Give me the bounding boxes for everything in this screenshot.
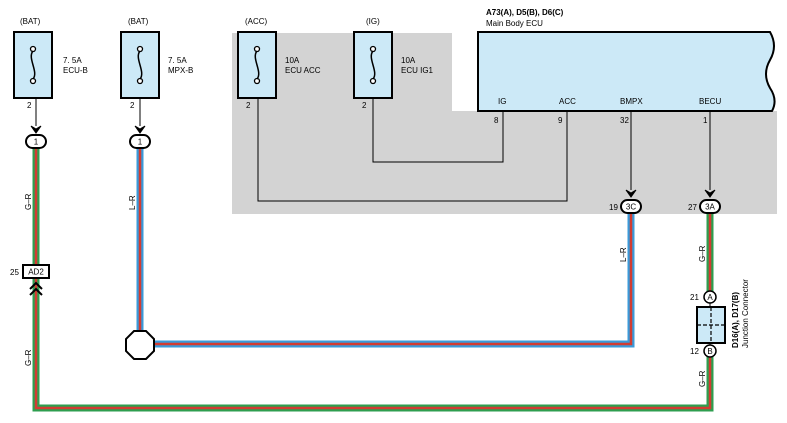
connector-ad2-pin: 25 <box>10 268 19 277</box>
connector-ad2-label: AD2 <box>28 268 44 277</box>
fuse-ecu-acc <box>237 31 277 99</box>
connector-1-left: 1 <box>25 134 47 149</box>
fuse-mpx-b-pin: 2 <box>130 101 135 110</box>
ecu-terminal-bmpx-pin: 32 <box>620 116 629 125</box>
wire-label-lr-mid: L–R <box>128 195 137 210</box>
fuse-mpx-b <box>120 31 160 99</box>
junction-pin-a-label: A <box>707 293 713 302</box>
wire-label-gr-right-bottom: G–R <box>698 370 707 387</box>
fuse-mpx-b-rating: 7. 5A <box>168 56 187 65</box>
ecu-internal-wires <box>257 97 711 202</box>
ecu-terminal-becu-pin: 1 <box>703 116 708 125</box>
fuse-ecu-acc-name: ECU ACC <box>285 66 321 75</box>
fuse-ecu-b <box>13 31 53 99</box>
junction-pin-b: B <box>703 344 717 358</box>
wire-label-gr-left-top: G–R <box>24 193 33 210</box>
fuse-ecu-b-pin: 2 <box>27 101 32 110</box>
connector-3c: 3C <box>620 199 642 214</box>
ecu-terminal-ig-pin: 8 <box>494 116 499 125</box>
connector-1-mid: 1 <box>129 134 151 149</box>
fuse-mpx-b-supply: (BAT) <box>128 17 149 26</box>
fuse-mpx-b-name: MPX-B <box>168 66 193 75</box>
fuse-ecu-ig1-name: ECU IG1 <box>401 66 434 75</box>
wire-label-gr-left-bottom: G–R <box>24 349 33 366</box>
fuse-ecu-b-name: ECU-B <box>63 66 88 75</box>
fuse-ecu-ig1-rating: 10A <box>401 56 416 65</box>
wire-label-lr-right: L–R <box>619 247 628 262</box>
wire-label-gr-right-top: G–R <box>698 245 707 262</box>
connector-1-left-label: 1 <box>34 138 39 147</box>
fuse-ecu-ig1-supply: (IG) <box>366 17 380 26</box>
fuse-ecu-ig1 <box>353 31 393 99</box>
junction-connector <box>696 303 726 345</box>
junction-pin-a-number: 21 <box>690 293 699 302</box>
junction-pin-b-label: B <box>707 347 712 356</box>
junction-pin-b-number: 12 <box>690 347 699 356</box>
fuse-ecu-acc-rating: 10A <box>285 56 300 65</box>
arrow-connector-1-left <box>30 125 42 134</box>
connector-1-mid-label: 1 <box>138 138 143 147</box>
junction-pin-a: A <box>703 290 717 304</box>
ecu-terminal-ig-label: IG <box>498 97 506 106</box>
connector-3c-label: 3C <box>626 203 636 212</box>
ecu-terminal-acc-label: ACC <box>559 97 576 106</box>
ecu-title: A73(A), D5(B), D6(C) <box>486 8 564 17</box>
connector-3c-pin: 19 <box>609 203 618 212</box>
junction-subtitle: Junction Connector <box>741 279 750 348</box>
fuse-ecu-acc-pin: 2 <box>246 101 251 110</box>
arrow-connector-1-mid <box>134 125 146 134</box>
ecu-name: Main Body ECU <box>486 19 543 28</box>
fuse-ecu-b-supply: (BAT) <box>20 17 41 26</box>
connector-3a-pin: 27 <box>688 203 697 212</box>
connector-3a-label: 3A <box>705 203 715 212</box>
splice-point-octagon <box>125 330 155 360</box>
ecu-terminal-becu-label: BECU <box>699 97 721 106</box>
fuse-ecu-ig1-pin: 2 <box>362 101 367 110</box>
arrow-connector-3c <box>625 189 637 198</box>
fuse-ecu-acc-supply: (ACC) <box>245 17 268 26</box>
connector-3a: 3A <box>699 199 721 214</box>
arrow-connector-3a <box>704 189 716 198</box>
junction-title: D16(A), D17(B) <box>731 292 740 348</box>
main-body-ecu-box <box>477 31 776 112</box>
wire-l-r <box>136 148 635 348</box>
fuse-ecu-b-rating: 7. 5A <box>63 56 82 65</box>
ecu-terminal-bmpx-label: BMPX <box>620 97 643 106</box>
ecu-terminal-acc-pin: 9 <box>558 116 563 125</box>
connector-ad2: AD2 <box>22 264 50 296</box>
